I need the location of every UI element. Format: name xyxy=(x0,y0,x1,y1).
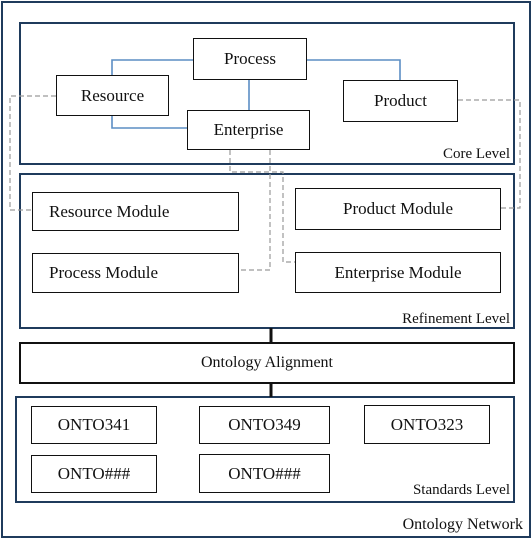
standard-item: ONTO### xyxy=(199,454,330,493)
link-enterprise-to-module xyxy=(229,150,295,263)
core-level-label: Core Level xyxy=(442,146,510,162)
enterprise-node-label: Enterprise xyxy=(213,120,284,139)
process-node-label: Process xyxy=(224,49,276,68)
standard-item-label: ONTO### xyxy=(228,463,301,483)
process-node: Process xyxy=(193,38,307,80)
standard-item: ONTO341 xyxy=(31,406,157,444)
link-process-product xyxy=(307,59,401,80)
standards-level-panel xyxy=(15,396,515,503)
core-level-panel xyxy=(19,22,515,165)
resource-module-label: Resource Module xyxy=(49,201,170,221)
ontology-network-label: Ontology Network xyxy=(402,516,523,533)
product-node-label: Product xyxy=(374,91,427,110)
standard-item-label: ONTO349 xyxy=(228,415,301,434)
enterprise-module-label: Enterprise Module xyxy=(334,262,462,282)
link-resource-to-module xyxy=(9,95,56,211)
standard-item-label: ONTO323 xyxy=(390,414,464,434)
resource-node: Resource xyxy=(56,75,169,116)
standard-item: ONTO### xyxy=(31,455,157,493)
refinement-level-panel xyxy=(19,173,515,329)
product-node: Product xyxy=(343,80,458,122)
standard-item: ONTO323 xyxy=(364,405,490,444)
product-module-label: Product Module xyxy=(342,199,454,218)
link-resource-process xyxy=(111,59,193,75)
process-module-node: Process Module xyxy=(32,253,239,293)
resource-module-node: Resource Module xyxy=(32,192,239,231)
product-module-node: Product Module xyxy=(295,188,501,230)
dashed-links xyxy=(9,95,521,271)
link-resource-enterprise xyxy=(111,116,187,129)
resource-node-label: Resource xyxy=(80,85,145,105)
ontology-alignment-label: Ontology Alignment xyxy=(201,354,333,371)
ontology-alignment-bar: Ontology Alignment xyxy=(19,342,515,384)
standard-item-label: ONTO341 xyxy=(57,415,131,434)
link-product-to-module xyxy=(458,99,521,209)
standard-item: ONTO349 xyxy=(199,406,330,444)
process-module-label: Process Module xyxy=(49,263,159,282)
enterprise-node: Enterprise xyxy=(187,110,310,150)
standards-level-label: Standards Level xyxy=(412,482,510,498)
standard-item-label: ONTO### xyxy=(57,464,131,483)
enterprise-module-node: Enterprise Module xyxy=(295,252,501,293)
core-links xyxy=(111,59,401,129)
refinement-level-label: Refinement Level xyxy=(402,311,510,327)
link-enterprise-to-process-module xyxy=(239,150,271,271)
